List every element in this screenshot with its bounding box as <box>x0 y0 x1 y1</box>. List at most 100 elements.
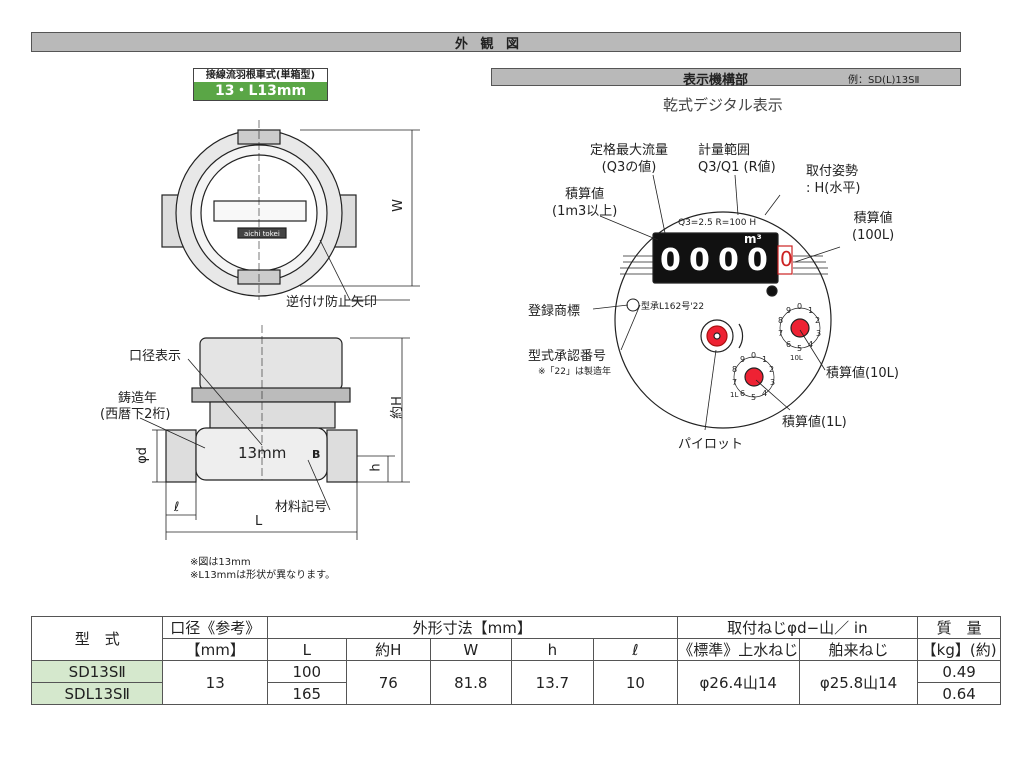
th-dims: 外形寸法【mm】 <box>267 616 678 639</box>
callout-approval-no: 型式承認番号 <box>528 349 607 364</box>
approval-number: 型承L162号'22 <box>641 302 705 312</box>
th-L: L <box>267 638 347 661</box>
th-l: ℓ <box>593 638 678 661</box>
cell-caliber: 13 <box>162 660 269 705</box>
dial1-num-6: 6 <box>740 389 746 398</box>
display-subtitle: 乾式デジタル表示 <box>663 96 783 114</box>
counter-digit-2: 0 <box>689 243 710 278</box>
cast-year-note: (西暦下2桁) <box>100 407 171 422</box>
callout-accum-10l: 積算値(10L) <box>826 366 899 381</box>
dial-1l <box>733 356 775 398</box>
counter-digit-4: 0 <box>747 243 768 278</box>
caliber-display-label: 口径表示 <box>129 349 182 364</box>
size-mark: 13mm <box>238 444 287 462</box>
cast-year-label: 鋳造年 <box>118 391 158 406</box>
meter-body-side <box>199 337 343 391</box>
th-caliber: 口径《参考》 <box>162 616 269 639</box>
dial10-num-6: 6 <box>786 340 792 349</box>
cell-std-thread: φ26.4山14 <box>676 660 800 705</box>
callout-trademark: 登録商標 <box>528 304 581 319</box>
callout-approval-note: ※「22」は製造年 <box>538 367 611 377</box>
th-std-thread: 《標準》上水ねじ <box>676 638 800 661</box>
dim-phi-d: φd <box>134 447 150 464</box>
callout-accum-1m3: 積算値 (1m3以上) <box>552 187 618 219</box>
face-top-text: Q3=2.5 R=100 H <box>678 218 757 228</box>
logo-text: aichi tokei <box>244 230 280 238</box>
cell-h: 13.7 <box>510 660 595 705</box>
spec-table: 型 式 口径《参考》 外形寸法【mm】 取付ねじφd−山／ in 質 量 【mm… <box>30 616 1001 705</box>
note-2: ※L13mmは形状が異なります。 <box>190 570 336 581</box>
table-row: SDL13SⅡ 165 0.64 <box>30 682 1001 705</box>
badge-size: 13・L13mm <box>194 82 327 100</box>
cell-imp-thread: φ25.8山14 <box>798 660 919 705</box>
dial1-num-4: 4 <box>762 389 768 398</box>
cell-mass: 0.64 <box>917 682 1001 705</box>
callout-rated-flow: 定格最大流量 (Q3の値) <box>590 143 669 175</box>
cell-model: SD13SⅡ <box>30 660 164 683</box>
b-mark: B <box>312 448 321 461</box>
callout-orientation: 取付姿勢 : H(水平) <box>806 164 861 196</box>
dial1-num-1: 1 <box>762 355 768 364</box>
dial1-num-5: 5 <box>751 393 757 402</box>
dial10-num-4: 4 <box>808 340 814 349</box>
section-header-bar <box>31 32 961 52</box>
dial10-num-2: 2 <box>815 316 821 325</box>
cell-W: 81.8 <box>430 660 512 705</box>
dial10-num-0: 0 <box>797 302 803 311</box>
cell-L: 100 <box>267 660 347 683</box>
th-caliber-unit: 【mm】 <box>162 638 269 661</box>
model-badge: 接線流羽根車式(単箱型) 13・L13mm <box>193 68 328 101</box>
dim-ell: ℓ <box>174 500 180 515</box>
counter-digit-3: 0 <box>718 243 739 278</box>
dial10-num-3: 3 <box>816 329 822 338</box>
dial10-num-5: 5 <box>797 344 803 353</box>
dial1-num-8: 8 <box>732 365 738 374</box>
th-H: 約H <box>345 638 432 661</box>
dial10-num-1: 1 <box>808 306 814 315</box>
section-title: 外 観 図 <box>455 37 524 52</box>
th-model: 型 式 <box>30 616 164 661</box>
left-port-side <box>165 429 197 483</box>
callout-accum-100l: 積算値 (100L) <box>852 211 895 243</box>
dial10-num-7: 7 <box>778 329 784 338</box>
dial-10l <box>779 307 821 349</box>
right-port-side <box>326 429 358 483</box>
material-label: 材料記号 <box>275 500 328 515</box>
dim-approx-H: 約H <box>389 396 405 419</box>
dial1-num-7: 7 <box>732 378 738 387</box>
dial1-num-9: 9 <box>740 355 746 364</box>
cell-mass: 0.49 <box>917 660 1001 683</box>
th-thread: 取付ねじφd−山／ in <box>676 616 919 639</box>
note-1: ※図は13mm <box>190 557 251 568</box>
dim-h: h <box>368 463 384 472</box>
cell-H: 76 <box>345 660 432 705</box>
th-mass: 質 量 <box>917 616 1001 639</box>
dial1-num-0: 0 <box>751 351 757 360</box>
dial10-num-9: 9 <box>786 306 792 315</box>
badge-type: 接線流羽根車式(単箱型) <box>194 69 327 82</box>
dial10-label: 10L <box>790 354 803 362</box>
th-mass-unit: 【kg】(約) <box>917 638 1001 661</box>
callout-accum-1l: 積算値(1L) <box>782 415 847 430</box>
display-header-title: 表示機構部 <box>683 73 749 88</box>
dial10-num-8: 8 <box>778 316 784 325</box>
cell-L: 165 <box>267 682 347 705</box>
dim-W: W <box>390 199 406 212</box>
th-W: W <box>430 638 512 661</box>
cell-model: SDL13SⅡ <box>30 682 164 705</box>
dial1-num-3: 3 <box>770 378 776 387</box>
dial1-num-2: 2 <box>769 365 775 374</box>
dim-L: L <box>255 514 263 529</box>
display-header-example: 例：SD(L)13SⅡ <box>848 75 920 86</box>
th-h: h <box>510 638 595 661</box>
counter-digit-1: 0 <box>660 243 681 278</box>
th-imp-thread: 舶来ねじ <box>798 638 919 661</box>
callout-range: 計量範囲 Q3/Q1 (R値) <box>698 143 776 175</box>
callout-pilot: パイロット <box>678 437 744 452</box>
dial1-label: 1L <box>730 391 739 399</box>
cell-l: 10 <box>593 660 678 705</box>
display-header-bar <box>491 68 961 86</box>
table-row: SD13SⅡ 13 100 76 81.8 13.7 10 φ26.4山14 φ… <box>30 660 1001 705</box>
backflow-label: 逆付け防止矢印 <box>286 295 378 310</box>
